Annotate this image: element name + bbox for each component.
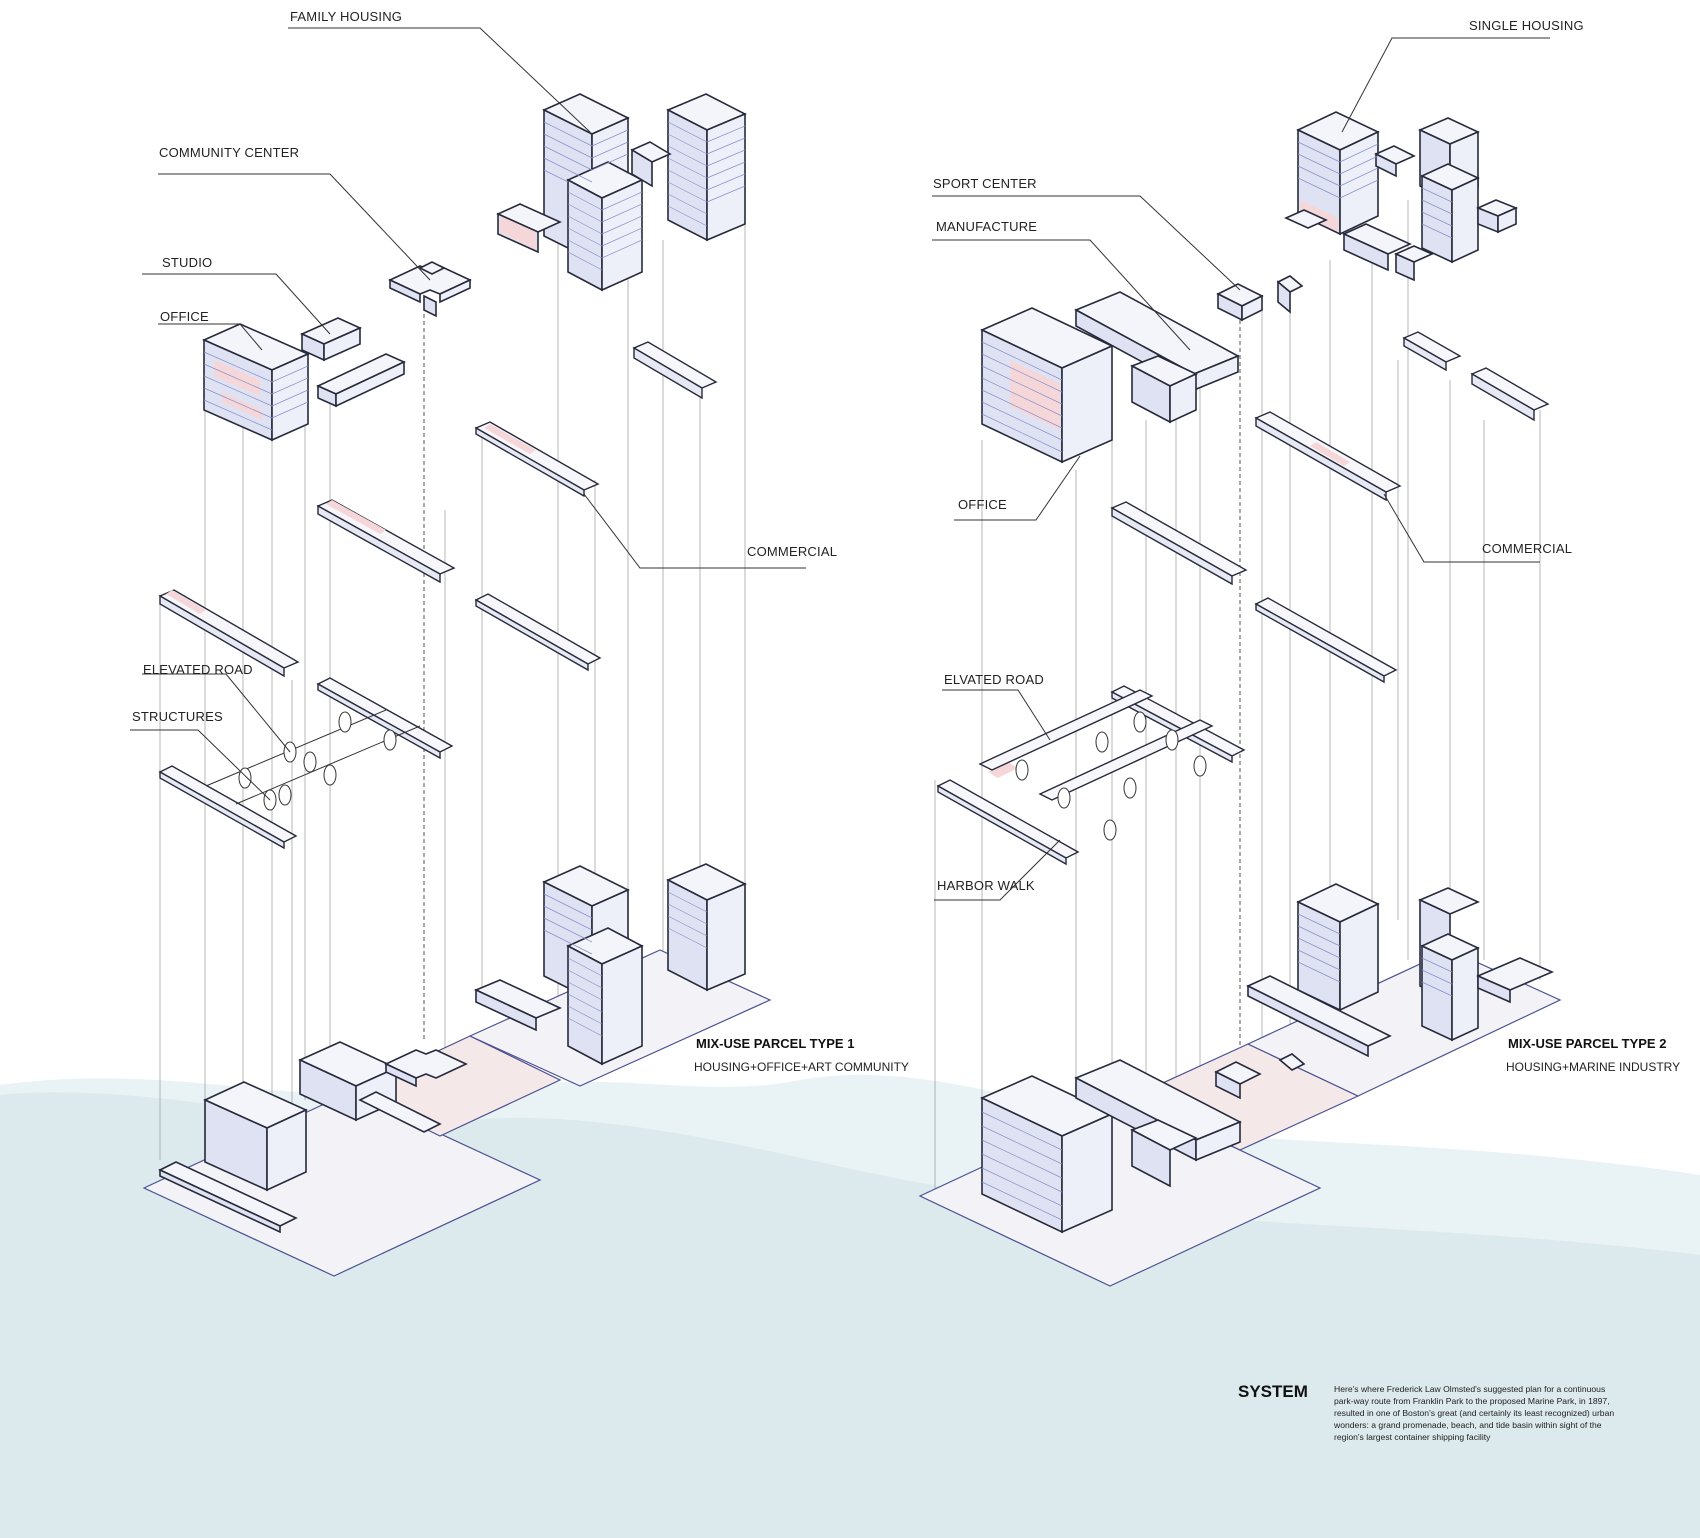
label-elevated-road-right: ELVATED ROAD [944, 672, 1044, 687]
family-housing-floor-lines [543, 121, 746, 271]
system-title: SYSTEM [1238, 1382, 1308, 1401]
label-single-housing: SINGLE HOUSING [1469, 18, 1584, 33]
label-community-center: COMMUNITY CENTER [159, 145, 299, 160]
parcel-type2-subtitle: HOUSING+MARINE INDUSTRY [1506, 1060, 1681, 1074]
leader-lines-right [932, 37, 1550, 901]
label-elevated-road-left: ELEVATED ROAD [143, 662, 253, 677]
label-studio: STUDIO [162, 255, 212, 270]
elevated-road-left [158, 677, 454, 850]
parcel-type2-title: MIX-USE PARCEL TYPE 2 [1508, 1036, 1667, 1051]
label-structures: STRUCTURES [132, 709, 223, 724]
label-harbor-walk: HARBOR WALK [937, 878, 1035, 893]
parcel-type1-title: MIX-USE PARCEL TYPE 1 [696, 1036, 855, 1051]
single-housing-blocks [1284, 111, 1519, 282]
base-parcel-type1 [142, 863, 772, 1277]
community-center-cross [388, 261, 472, 318]
parcel-type1-subtitle: HOUSING+OFFICE+ART COMMUNITY [694, 1060, 909, 1074]
label-commercial-right: COMMERCIAL [1482, 541, 1572, 556]
leader-lines-left [130, 27, 806, 801]
label-office-right: OFFICE [958, 497, 1007, 512]
commercial-slabs-right [1110, 331, 1550, 684]
system-description: Here's where Frederick Law Olmsted's sug… [1334, 1384, 1615, 1442]
label-manufacture: MANUFACTURE [936, 219, 1037, 234]
sport-center-blocks [1216, 275, 1304, 322]
label-commercial-left: COMMERCIAL [747, 544, 837, 559]
label-family-housing: FAMILY HOUSING [290, 9, 402, 24]
office-studio-blocks [202, 317, 406, 442]
base-parcel-type2 [918, 883, 1562, 1287]
family-housing-towers [496, 93, 747, 292]
manufacture-office-blocks [980, 291, 1240, 464]
elevated-road-right [936, 685, 1246, 866]
label-sport-center: SPORT CENTER [933, 176, 1037, 191]
label-office-left: OFFICE [160, 309, 209, 324]
commercial-slabs-left [158, 341, 718, 678]
